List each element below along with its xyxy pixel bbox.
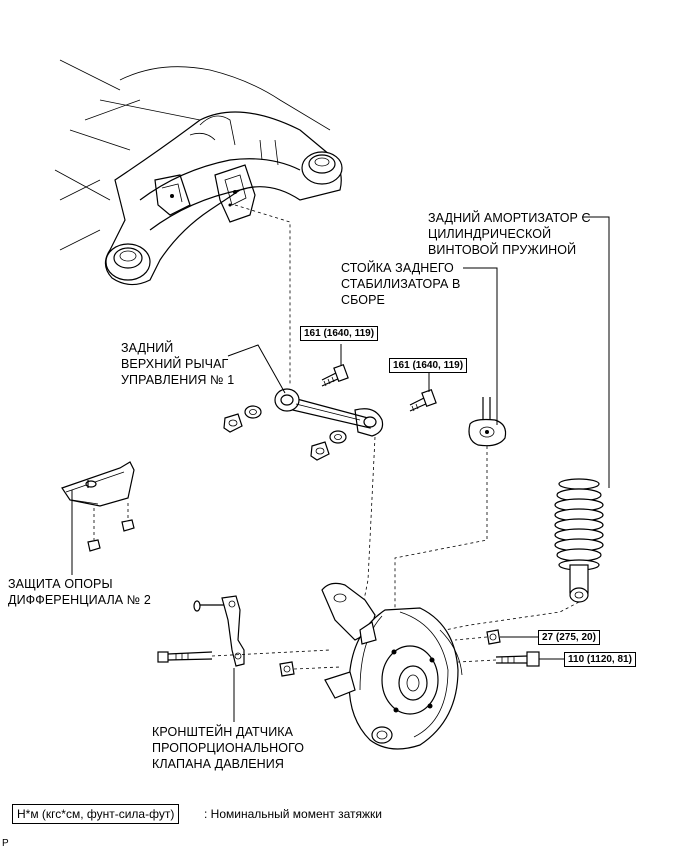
guard-nuts (87, 519, 135, 552)
sensor-bracket (193, 595, 245, 667)
rear-shock-absorber (554, 478, 604, 603)
torque-box-knuckle-bolt: 110 (1120, 81) (564, 652, 636, 667)
upper-control-arm (274, 388, 384, 437)
label-rear-shock-absorber: ЗАДНИЙ АМОРТИЗАТОР С ЦИЛИНДРИЧЕСКОЙ ВИНТ… (428, 211, 591, 257)
torque-box-arm-bolt-2: 161 (1640, 119) (389, 358, 468, 373)
legend-description: : Номинальный момент затяжки (204, 807, 382, 821)
torque-box-arm-bolt-1: 161 (1640, 119) (300, 326, 379, 341)
arm-washers-nuts (223, 405, 347, 461)
torque-box-knuckle-nut: 27 (275, 20) (538, 630, 600, 645)
knuckle-nut-right (486, 629, 501, 645)
label-stabilizer-link: СТОЙКА ЗАДНЕГО СТАБИЛИЗАТОРА В СБОРЕ (341, 261, 461, 307)
label-upper-control-arm: ЗАДНИЙ ВЕРХНИЙ РЫЧАГ УПРАВЛЕНИЯ № 1 (121, 341, 235, 387)
figure-code: P (2, 838, 9, 849)
stabilizer-link (468, 397, 507, 447)
knuckle-nut-left (279, 661, 295, 677)
long-bolt-left (157, 651, 213, 663)
differential-guard (61, 461, 135, 507)
upper-arm-bolt-1 (321, 363, 349, 387)
label-sensor-bracket: КРОНШТЕЙН ДАТЧИКА ПРОПОРЦИОНАЛЬНОГО КЛАП… (152, 725, 305, 771)
label-differential-guard: ЗАЩИТА ОПОРЫ ДИФФЕРЕНЦИАЛА № 2 (8, 577, 151, 607)
axle-carrier (321, 582, 463, 750)
legend-unit-box: Н*м (кгс*см, фунт-сила-фут) (12, 804, 180, 824)
knuckle-bolt-right (495, 651, 540, 667)
upper-arm-bolt-2 (409, 388, 437, 412)
suspension-crossmember (54, 59, 343, 286)
